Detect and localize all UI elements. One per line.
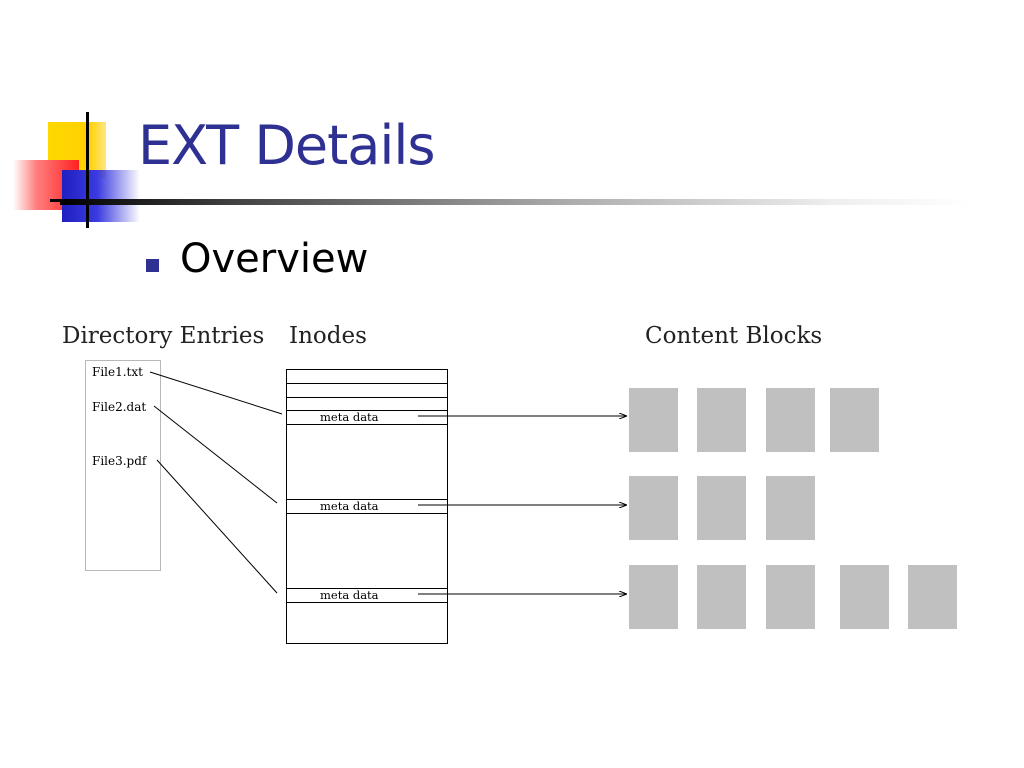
content-block [908, 565, 957, 629]
content-block [697, 476, 746, 540]
file2-to-inode-line [153, 405, 278, 504]
inode-table [286, 369, 448, 644]
slide-title: EXT Details [138, 114, 436, 177]
logo-blue-square [62, 170, 140, 222]
file3-to-inode-line [156, 459, 278, 594]
slide-logo-decoration [0, 0, 140, 240]
content-block [766, 476, 815, 540]
directory-entries-label: Directory Entries [62, 323, 265, 349]
file1-to-inode-line [149, 371, 283, 415]
inode-table-border [286, 369, 448, 644]
content-block [629, 388, 678, 452]
bullet-square-icon [146, 259, 159, 272]
content-blocks-label: Content Blocks [645, 323, 823, 349]
content-block [629, 476, 678, 540]
inodes-label: Inodes [289, 323, 367, 349]
file-entry-file1: File1.txt [92, 365, 143, 379]
content-block [840, 565, 889, 629]
content-block [629, 565, 678, 629]
content-block [830, 388, 879, 452]
content-block [766, 388, 815, 452]
title-underline-rule [60, 199, 970, 205]
content-block [697, 388, 746, 452]
content-block [766, 565, 815, 629]
file-entry-file2: File2.dat [92, 400, 147, 414]
inode-meta-data-label: meta data [320, 499, 379, 513]
inode-meta-data-label: meta data [320, 410, 379, 424]
bullet-overview: Overview [180, 236, 369, 282]
content-block [697, 565, 746, 629]
directory-entries-box [85, 360, 161, 571]
file-entry-file3: File3.pdf [92, 454, 147, 468]
inode-meta-data-label: meta data [320, 588, 379, 602]
logo-vertical-line [86, 112, 89, 228]
